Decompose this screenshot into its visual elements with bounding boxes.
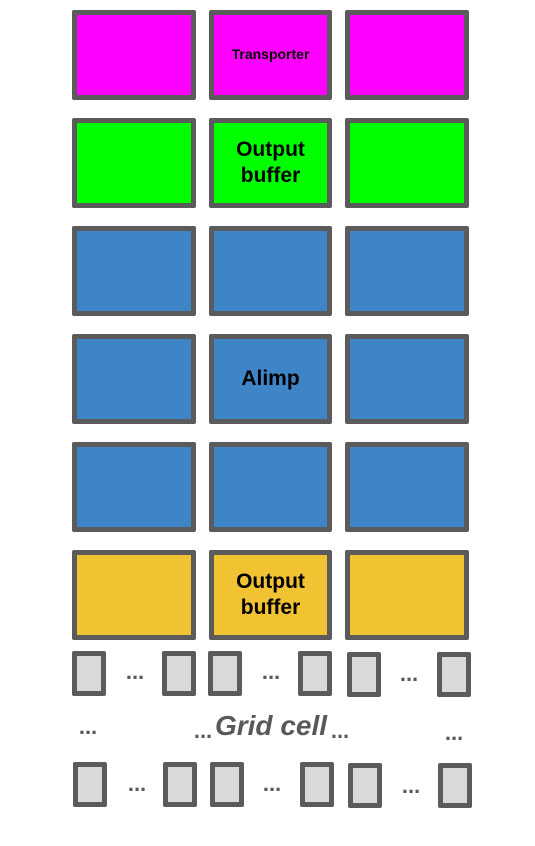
grid-cell: [210, 762, 244, 807]
grid-cell: [347, 652, 381, 697]
grid-cell: [298, 651, 332, 696]
output-buffer-top-right: [345, 118, 469, 208]
ellipsis: ...: [399, 661, 419, 686]
output-buffer-bottom: Output buffer: [209, 550, 332, 640]
output-buffer-top-left: [72, 118, 196, 208]
ellipsis: ...: [401, 773, 421, 798]
alimp-block: Alimp: [209, 334, 332, 424]
grid-cell-label: Grid cell: [214, 710, 328, 741]
transporter-block-left: [72, 10, 196, 100]
ellipsis: ...: [330, 718, 350, 743]
ellipsis: ...: [78, 714, 98, 739]
grid-cell: [300, 762, 334, 807]
output-buffer-top: Output buffer: [209, 118, 332, 208]
ellipsis: ...: [444, 720, 464, 745]
transporter-block-right: [345, 10, 469, 100]
output-buffer-bottom-right: [345, 550, 469, 640]
alimp-block-r2-left: [72, 334, 196, 424]
ellipsis: ...: [262, 771, 282, 796]
grid-cell: [438, 763, 472, 808]
alimp-block-r1-right: [345, 226, 469, 316]
grid-cell: [162, 651, 196, 696]
alimp-block-r3-left: [72, 442, 196, 532]
ellipsis: ...: [261, 659, 281, 684]
alimp-block-r3-right: [345, 442, 469, 532]
alimp-block-r2-right: [345, 334, 469, 424]
alimp-block-r1-left: [72, 226, 196, 316]
ellipsis: ...: [127, 771, 147, 796]
transporter-block: Transporter: [209, 10, 332, 100]
grid-cell: [72, 651, 106, 696]
alimp-block-r1-center: [209, 226, 332, 316]
output-buffer-bottom-left: [72, 550, 196, 640]
alimp-block-r3-center: [209, 442, 332, 532]
ellipsis: ...: [125, 659, 145, 684]
grid-cell: [208, 651, 242, 696]
ellipsis: ...: [193, 718, 213, 743]
grid-cell: [348, 763, 382, 808]
grid-cell: [73, 762, 107, 807]
grid-cell: [163, 762, 197, 807]
grid-cell: [437, 652, 471, 697]
